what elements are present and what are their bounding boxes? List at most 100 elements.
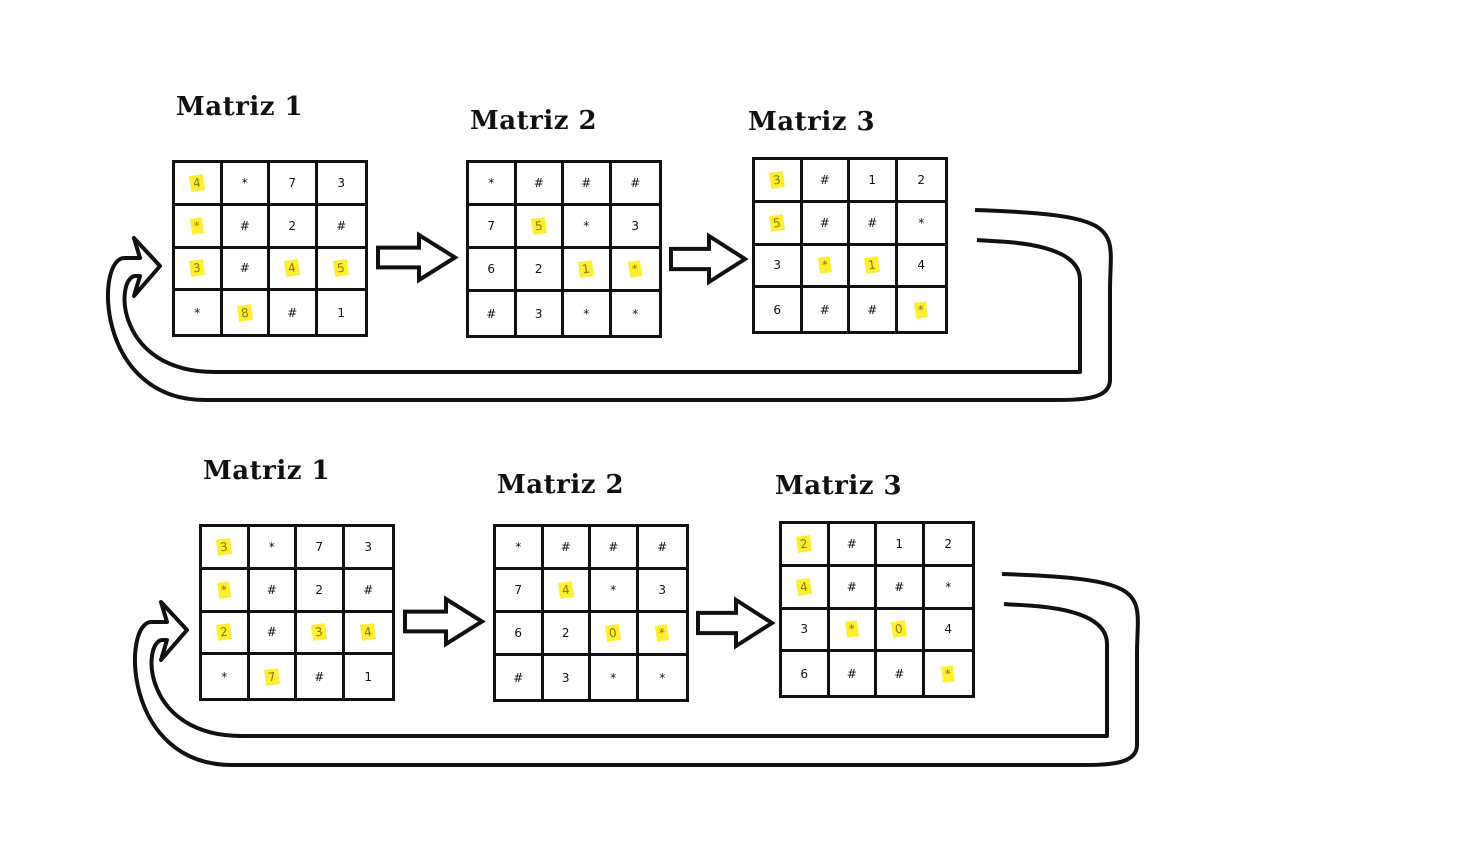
cell-value: 6: [773, 302, 782, 317]
cell-value: *: [918, 215, 925, 230]
matrix-cell: *: [924, 567, 972, 610]
matrix-cell: #: [802, 160, 850, 203]
matrix-cell: 3: [611, 206, 659, 249]
cell-value: #: [239, 261, 250, 276]
matrix-cell: 3: [755, 245, 803, 289]
cell-value: *: [221, 669, 228, 684]
matrix-cell: *: [802, 245, 850, 289]
matrix-cell: 4: [897, 246, 945, 289]
cell-value: 3: [534, 306, 543, 321]
cell-value: 3: [773, 258, 782, 273]
matrix-cell: #: [611, 163, 659, 206]
matrix-cell: 6: [782, 652, 830, 695]
matrix-cell: #: [829, 524, 877, 567]
matrix-cell: 5: [516, 206, 564, 249]
cell-value: 7: [315, 539, 324, 554]
matrix-cell: 2: [270, 205, 318, 249]
cell-value: 7: [288, 175, 297, 190]
cell-value: #: [846, 579, 857, 594]
matrix-cell: #: [638, 527, 686, 570]
cell-value: *: [241, 175, 248, 190]
matrix-cell: 7: [297, 527, 345, 570]
cell-value: #: [287, 305, 298, 320]
matrix-cell: *: [612, 292, 660, 335]
right-arrow-icon: [403, 595, 486, 648]
cell-value: *: [488, 176, 495, 190]
matrix-cell: 7: [496, 570, 544, 613]
matrix-cell: #: [469, 292, 517, 335]
matrix-cell: *: [564, 206, 612, 249]
matrix-cell: 4: [782, 566, 830, 610]
matrix-cell: #: [222, 205, 270, 249]
matrix-cell: 2: [543, 613, 591, 656]
right-arrow-icon: [376, 231, 459, 284]
matrix-cell: *: [564, 292, 612, 335]
cell-value: 2: [944, 536, 953, 551]
matrix-cell: #: [877, 566, 925, 610]
matrix-cell: *: [175, 205, 223, 249]
cell-value: #: [819, 302, 830, 317]
matrix-cell: *: [639, 656, 687, 699]
cell-value: 4: [917, 258, 926, 273]
matrix-cell: 5: [755, 202, 803, 246]
matrix-cell: #: [829, 566, 877, 610]
cell-value: 1: [895, 536, 904, 551]
matrix-cell: 2: [297, 569, 345, 613]
cell-value: *: [610, 583, 617, 597]
matrix-cell: 0: [877, 609, 925, 653]
cell-value: *: [515, 540, 522, 554]
cell-value: #: [314, 669, 325, 684]
matrix-cell: #: [564, 163, 612, 206]
matrix-cell: #: [830, 652, 877, 695]
cell-value: #: [819, 172, 830, 187]
matrix-title: Matriz 3: [775, 471, 903, 501]
cell-value: #: [560, 540, 571, 554]
matrix-cell: 2: [782, 524, 830, 567]
matrix-cell: 3: [344, 527, 392, 570]
cell-value: 3: [561, 670, 570, 685]
matrix-cell: #: [270, 291, 318, 334]
matrix-cell: 1: [850, 245, 898, 289]
right-arrow-icon: [669, 232, 749, 286]
matrix-cell: 6: [496, 613, 544, 656]
matrix-cell: *: [611, 249, 659, 292]
matrix-cell: 3: [317, 163, 365, 206]
matrix-cell: #: [850, 288, 898, 331]
cell-value: *: [610, 670, 617, 685]
cell-value: #: [336, 218, 347, 233]
cell-value: 1: [364, 669, 373, 684]
cell-value: #: [533, 176, 544, 190]
matrix-cell: #: [516, 163, 564, 206]
matrix-cell: 7: [250, 655, 297, 698]
matrix-cell: *: [222, 163, 270, 206]
cell-value: 2: [561, 626, 570, 640]
matrix-cell: 2: [897, 160, 945, 203]
matrix-cell: 0: [591, 613, 639, 656]
matrix-cell: 3: [782, 609, 830, 653]
matrix-title: Matriz 1: [176, 92, 304, 122]
matrix-cell: *: [202, 655, 250, 698]
cell-value: #: [581, 176, 592, 190]
matrix-cell: 4: [270, 248, 318, 292]
cell-value: #: [266, 625, 277, 640]
cell-value: 2: [917, 172, 926, 187]
cell-value: 2: [315, 582, 324, 597]
matrix-cell: 1: [850, 160, 898, 203]
matrix-cell: 4: [924, 610, 972, 653]
cell-value: 6: [800, 666, 809, 681]
matrix-cell: 7: [270, 163, 318, 206]
right-arrow-icon: [696, 596, 776, 650]
cell-value: 3: [800, 622, 809, 637]
matrix-cell: 8: [223, 291, 270, 334]
matrix-title: Matriz 2: [497, 470, 625, 500]
matrix-cell: #: [543, 527, 591, 570]
cell-value: #: [867, 302, 878, 317]
cell-value: 7: [487, 219, 496, 233]
cell-value: 2: [288, 218, 297, 233]
matrix-cell: 1: [564, 249, 612, 292]
matrix-cell: #: [297, 655, 345, 698]
cell-value: #: [630, 176, 641, 190]
